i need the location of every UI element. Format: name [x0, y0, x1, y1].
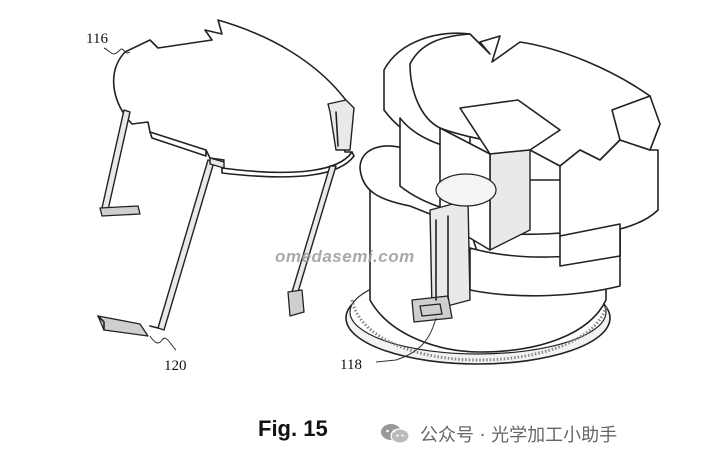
- flex-circuit-assembly: [97, 19, 355, 337]
- top-plate: [112, 19, 353, 174]
- watermark: omedasemi.com: [275, 247, 415, 266]
- figure-caption: Fig. 15: [258, 416, 328, 441]
- ref-label-118: 118: [340, 357, 362, 373]
- leader-116: [103, 47, 131, 55]
- ref-label-120: 120: [164, 358, 187, 374]
- wechat-icon: [381, 424, 410, 444]
- leader-118: [375, 317, 437, 363]
- account-name: 公众号 · 光学加工小助手: [420, 425, 618, 446]
- ref-label-116: 116: [86, 31, 108, 47]
- cylindrical-housing: [345, 32, 661, 365]
- leader-120: [149, 335, 177, 351]
- source-attribution: 公众号 · 光学加工小助手: [380, 421, 617, 447]
- patent-figure: 116 120: [86, 19, 661, 374]
